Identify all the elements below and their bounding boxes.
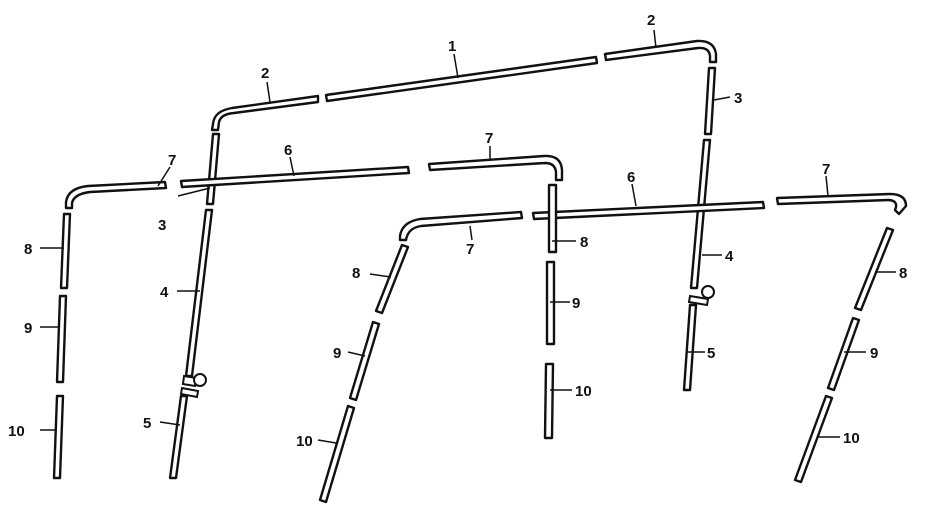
callout-2-left: 2 xyxy=(261,65,269,82)
callout-7-center-lower: 7 xyxy=(466,241,474,258)
callout-labels: 1 2 2 3 3 6 7 7 7 6 7 4 4 5 5 8 9 10 8 9… xyxy=(8,12,907,450)
callout-1: 1 xyxy=(448,38,456,55)
part-7-center-upper-elbow xyxy=(427,154,564,182)
part-9-center-vertical-leg xyxy=(545,260,556,346)
callout-8-center-diagonal: 8 xyxy=(352,265,360,282)
part-10-center-vertical-leg xyxy=(543,362,555,440)
callout-3-right: 3 xyxy=(734,90,742,107)
callout-10-center-vertical: 10 xyxy=(575,383,592,400)
part-10-center-diagonal-leg xyxy=(318,404,356,504)
left-post-knob-icon xyxy=(193,373,207,387)
callout-3-left: 3 xyxy=(158,217,166,234)
callout-7-far-left: 7 xyxy=(168,152,176,169)
part-8-center-diagonal-leg xyxy=(374,243,410,315)
callout-9-center-diagonal: 9 xyxy=(333,345,341,362)
part-8-far-left-leg xyxy=(59,212,72,290)
callout-2-right: 2 xyxy=(647,12,655,29)
part-8-center-vertical-leg xyxy=(547,183,558,254)
callout-7-center-upper: 7 xyxy=(485,130,493,147)
part-6-left-crossbar xyxy=(179,165,411,189)
callout-8-far-left: 8 xyxy=(24,241,32,258)
part-6-right-crossbar xyxy=(531,200,766,221)
part-9-center-diagonal-leg xyxy=(348,320,381,402)
callout-6-left: 6 xyxy=(284,142,292,159)
part-3-left-post-upper xyxy=(205,132,221,206)
right-post-knob-icon xyxy=(701,285,715,299)
part-3-right-post-upper xyxy=(703,66,717,136)
callout-8-far-right: 8 xyxy=(899,265,907,282)
part-7-far-left-elbow xyxy=(64,180,168,210)
callout-9-far-right: 9 xyxy=(870,345,878,362)
callout-10-center-diagonal: 10 xyxy=(296,433,313,450)
part-7-right-elbow xyxy=(775,192,908,216)
callout-9-center-vertical: 9 xyxy=(572,295,580,312)
part-9-far-right-leg xyxy=(826,316,861,392)
callout-4-right: 4 xyxy=(725,248,734,265)
part-9-far-left-leg xyxy=(55,294,68,384)
part-4-right-post xyxy=(689,138,712,290)
callout-8-center-vertical: 8 xyxy=(580,234,588,251)
part-5-right-post-foot xyxy=(682,303,698,392)
part-5-left-post-foot xyxy=(168,394,189,480)
leader-lines xyxy=(40,29,896,444)
left-post-clip xyxy=(179,386,200,399)
callout-5-right: 5 xyxy=(707,345,715,362)
right-post-clip xyxy=(687,294,710,307)
callout-10-far-left: 10 xyxy=(8,423,25,440)
callout-5-left: 5 xyxy=(143,415,151,432)
part-7-center-lower-elbow xyxy=(398,210,524,242)
left-post-coupler xyxy=(181,374,198,388)
callout-4-left: 4 xyxy=(160,284,169,301)
callout-10-far-right: 10 xyxy=(843,430,860,447)
callout-9-far-left: 9 xyxy=(24,320,32,337)
part-10-far-left-leg xyxy=(52,394,65,480)
part-1-ridge-tube xyxy=(324,55,599,103)
part-2-right-elbow xyxy=(603,39,718,64)
callout-6-right: 6 xyxy=(627,169,635,186)
part-10-far-right-leg xyxy=(793,394,834,484)
part-8-far-right-leg xyxy=(853,226,895,312)
part-2-left-elbow xyxy=(210,94,320,132)
callout-7-right: 7 xyxy=(822,161,830,178)
part-4-left-post xyxy=(184,208,214,378)
